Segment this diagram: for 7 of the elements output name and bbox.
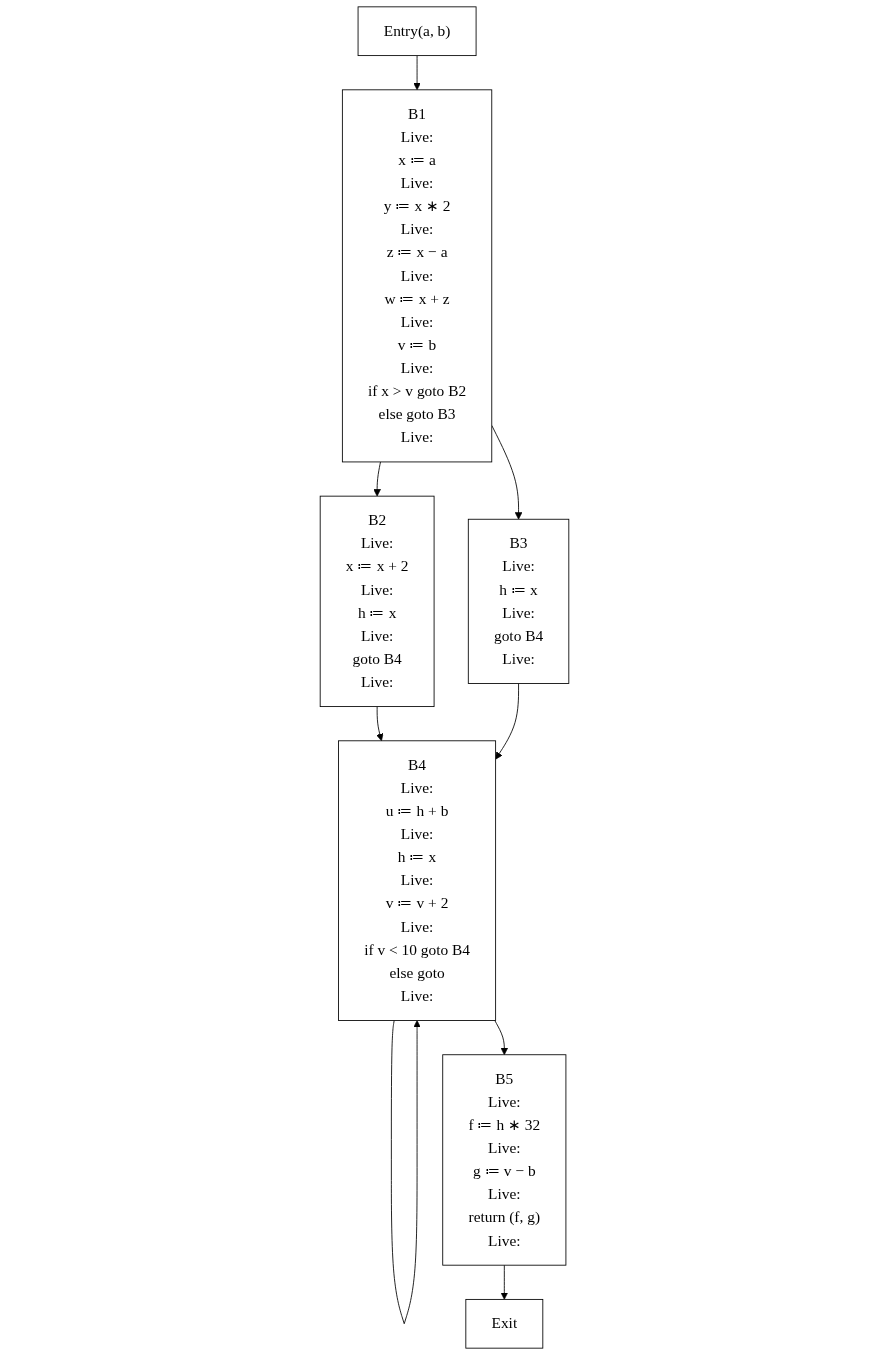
node-box: B5 Live: f ≔ h ∗ 32 Live: g ≔ v − b Live: return (f, g) Live: [442, 1054, 567, 1266]
node-box: B2 Live: x ≔ x + 2 Live: h ≔ x Live: goto B4 Live: [319, 495, 435, 707]
node-box: B1 Live: x ≔ a Live: y ≔ x ∗ 2 Live: z ≔ x − a Live: w ≔ x + z Live: v ≔ b Live: if x > v goto B2 else goto B3 Live: [341, 89, 493, 463]
node-box: B3 Live: h ≔ x Live: goto B4 Live: [467, 518, 570, 684]
node-box: Exit [465, 1298, 544, 1349]
node-box: B4 Live: u ≔ h + b Live: h ≔ x Live: v ≔ v + 2 Live: if v < 10 goto B4 else goto Live: [338, 740, 497, 1021]
node-box: Entry(a, b) [357, 6, 477, 57]
